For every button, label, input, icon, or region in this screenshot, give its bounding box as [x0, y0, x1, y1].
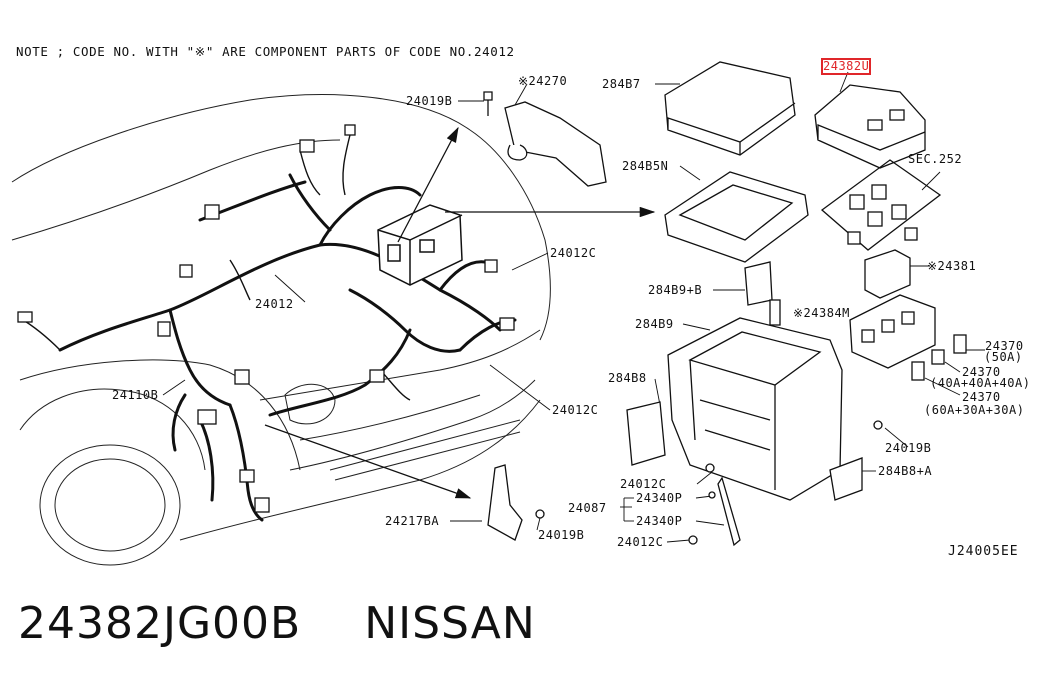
- relay-group-sec252: [820, 159, 942, 251]
- label-24382u-highlighted: 24382U: [820, 58, 872, 75]
- wheel-outline: [39, 444, 181, 566]
- label-sec252: SEC.252: [908, 152, 963, 166]
- label-50a: (50A): [984, 350, 1023, 364]
- label-284b9: 284B9: [635, 317, 674, 331]
- label-24087: 24087: [568, 501, 607, 515]
- label-24012c-right: 24012C: [550, 246, 597, 260]
- label-24012c-low: 24012C: [620, 477, 667, 491]
- label-24012c-bottom: 24012C: [617, 535, 664, 549]
- headlamp-outline: [284, 383, 336, 425]
- label-40a: (40A+40A+40A): [930, 376, 1031, 390]
- label-24110b: 24110B: [112, 388, 159, 402]
- caption: 24382JG00B NISSAN: [18, 598, 584, 649]
- bracket-284B8A: [829, 457, 863, 501]
- label-24270: ※24270: [518, 74, 568, 88]
- label-24381: ※24381: [927, 259, 977, 273]
- label-24370-a: 24370: [985, 339, 1024, 353]
- label-284b8-a: 284B8+A: [878, 464, 933, 478]
- part-number: 24382JG00B: [18, 598, 302, 649]
- note-text: NOTE ; CODE NO. WITH "※" ARE COMPONENT P…: [16, 44, 515, 59]
- label-24340p-b: 24340P: [636, 514, 683, 528]
- label-284b8: 284B8: [608, 371, 647, 385]
- label-24019b-right: 24019B: [885, 441, 932, 455]
- wire-harness: [58, 173, 517, 522]
- brand-name: NISSAN: [364, 598, 536, 649]
- bracket-24217BA: [487, 464, 523, 541]
- bracket-24270: [504, 101, 607, 187]
- engine-bay-box: [377, 204, 463, 286]
- label-24370-c: 24370: [962, 390, 1001, 404]
- fender-outline: [19, 359, 301, 471]
- diagram-code: J24005EE: [948, 544, 1019, 559]
- label-24370-b: 24370: [962, 365, 1001, 379]
- hood-outline: [11, 94, 551, 341]
- label-284b7: 284B7: [602, 77, 641, 91]
- label-284b5n: 284B5N: [622, 159, 669, 173]
- label-24012c-mid: 24012C: [552, 403, 599, 417]
- label-24384m: ※24384M: [793, 306, 850, 320]
- label-24217ba: 24217BA: [385, 514, 440, 528]
- label-24340p-a: 24340P: [636, 491, 683, 505]
- label-60a: (60A+30A+30A): [924, 403, 1025, 417]
- label-24019b-bottom: 24019B: [538, 528, 585, 542]
- panel-284B8: [626, 401, 666, 466]
- label-24012: 24012: [255, 297, 294, 311]
- relay-block-24381: [864, 249, 911, 299]
- label-24019b-top: 24019B: [406, 94, 453, 108]
- label-284b9-b: 284B9+B: [648, 283, 703, 297]
